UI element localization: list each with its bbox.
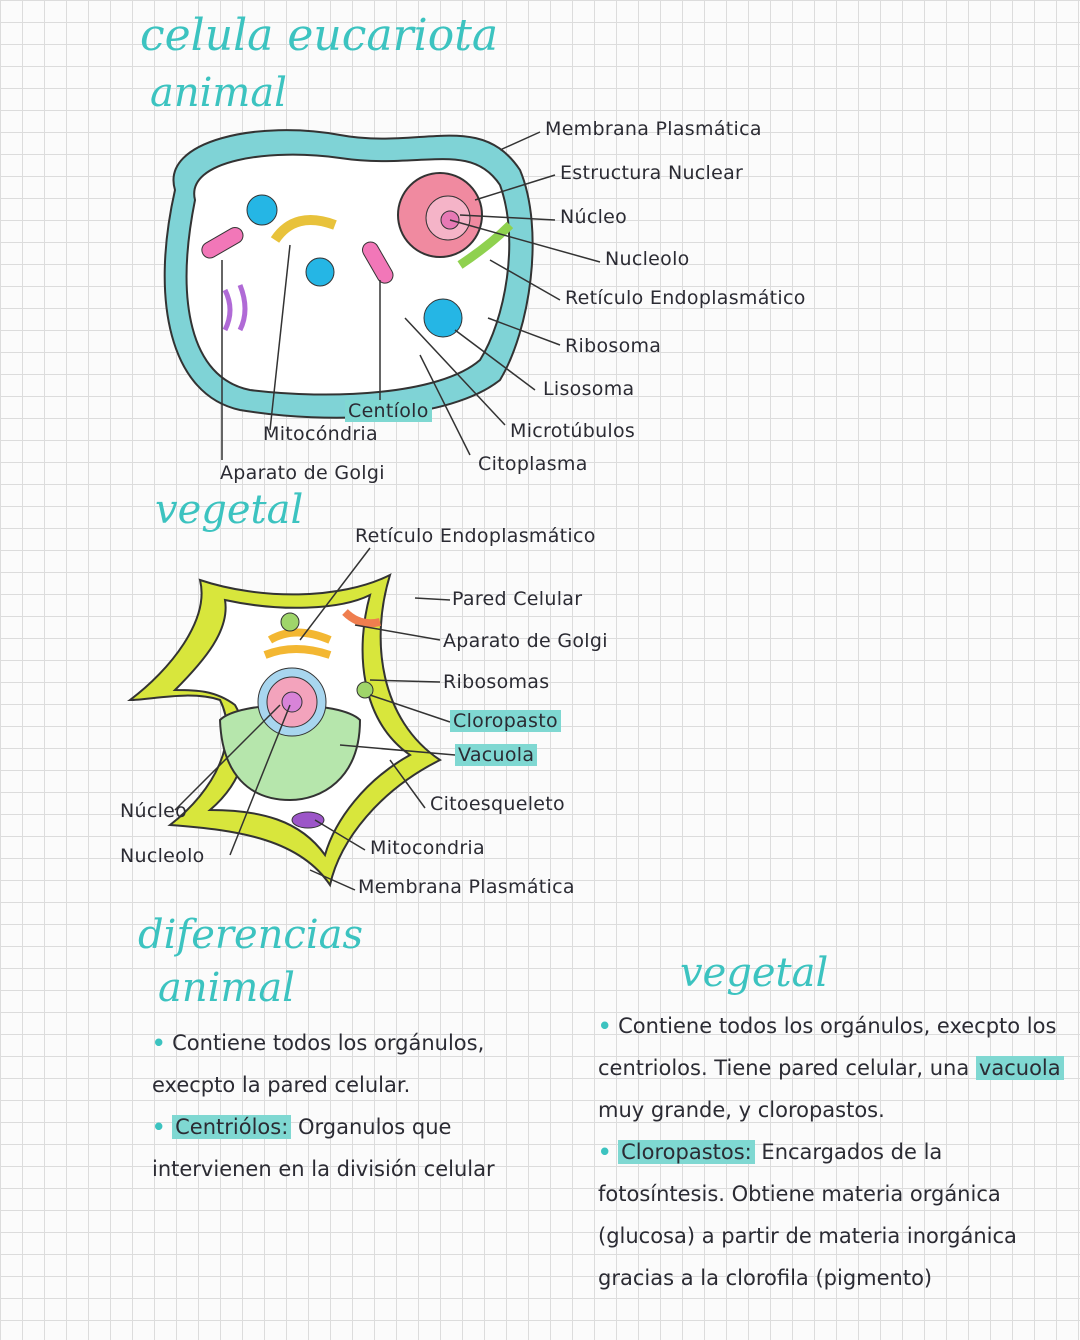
animal-notes: • Contiene todos los orgánulos, execpto … bbox=[152, 1031, 495, 1181]
plant-cell-diagram bbox=[126, 547, 456, 891]
label-golgi-vegetal: Aparato de Golgi bbox=[443, 630, 608, 652]
label-golgi: Aparato de Golgi bbox=[220, 462, 385, 484]
animal-term-centriolos: Centriólos: bbox=[172, 1115, 292, 1139]
label-pared-celular: Pared Celular bbox=[452, 588, 583, 610]
vegetal-note-1a: Contiene todos los orgánulos, execpto lo… bbox=[598, 1014, 1057, 1080]
vegetal-term-cloropastos: Cloropastos: bbox=[618, 1140, 755, 1164]
label-nucleo-vegetal: Núcleo bbox=[120, 800, 188, 822]
label-membrana-plasmatica: Membrana Plasmática bbox=[545, 118, 762, 140]
label-nucleolo: Nucleolo bbox=[605, 248, 690, 270]
label-citoplasma: Citoplasma bbox=[478, 453, 588, 475]
diferencias-heading: diferencias bbox=[138, 912, 363, 958]
label-reticulo-vegetal: Retículo Endoplasmático bbox=[355, 525, 596, 547]
animal-cell-diagram bbox=[163, 129, 601, 460]
diferencias-vegetal-heading: vegetal bbox=[680, 950, 829, 996]
vegetal-notes: • Contiene todos los orgánulos, execpto … bbox=[598, 1005, 1073, 1299]
animal-note-1: Contiene todos los orgánulos, execpto la… bbox=[152, 1031, 485, 1097]
label-mitocondria: Mitocóndria bbox=[263, 423, 378, 445]
label-nucleolo-vegetal: Nucleolo bbox=[120, 845, 205, 867]
label-vacuola: Vacuola bbox=[455, 744, 538, 766]
label-lisosoma: Lisosoma bbox=[543, 378, 635, 400]
label-centriolo: Centíolo bbox=[345, 400, 432, 422]
animal-heading: animal bbox=[150, 70, 287, 116]
animal-note-2: Organulos que intervienen en la división… bbox=[152, 1115, 495, 1181]
vegetal-note-2: Encargados de la fotosíntesis. Obtiene m… bbox=[598, 1140, 1017, 1290]
vegetal-note-1b: muy grande, y cloropastos. bbox=[598, 1098, 885, 1122]
vegetal-term-vacuola: vacuola bbox=[975, 1056, 1064, 1080]
label-membrana-vegetal: Membrana Plasmática bbox=[358, 876, 575, 898]
label-cloroplasto: Cloropasto bbox=[450, 710, 561, 732]
vegetal-heading: vegetal bbox=[155, 487, 304, 533]
label-microtubulos: Microtúbulos bbox=[510, 420, 636, 442]
label-reticulo: Retículo Endoplasmático bbox=[565, 287, 806, 309]
page-title: celula eucariota bbox=[140, 10, 499, 61]
label-ribosoma: Ribosoma bbox=[565, 335, 662, 357]
label-nucleo: Núcleo bbox=[560, 206, 628, 228]
label-mitocondria-vegetal: Mitocondria bbox=[370, 837, 485, 859]
label-ribosomas: Ribosomas bbox=[443, 671, 550, 693]
label-estructura-nuclear: Estructura Nuclear bbox=[560, 162, 744, 184]
label-citoesqueleto: Citoesqueleto bbox=[430, 793, 565, 815]
diferencias-animal-heading: animal bbox=[158, 965, 295, 1011]
